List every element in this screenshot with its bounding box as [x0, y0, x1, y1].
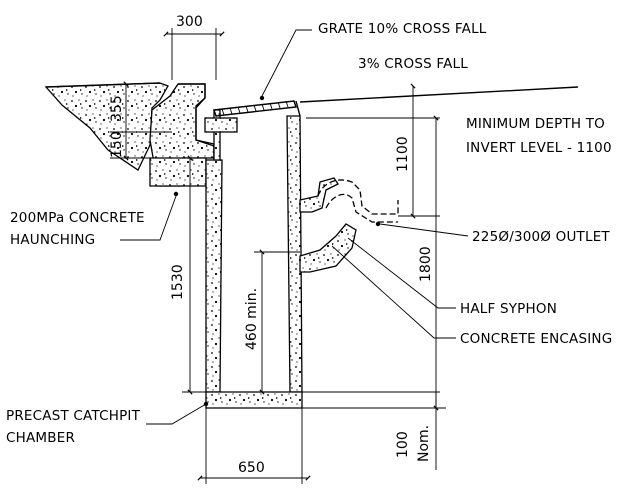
label-catchpit-1: PRECAST CATCHPIT — [6, 408, 141, 424]
label-concrete-encasing: CONCRETE ENCASING — [460, 331, 612, 347]
dim-100-nom: Nom. — [416, 425, 432, 462]
dim-650: 650 — [238, 460, 265, 476]
road-surface-line — [299, 86, 579, 103]
label-min-depth-1: MINIMUM DEPTH TO — [466, 116, 605, 132]
label-haunching-1: 200MPa CONCRETE — [10, 210, 145, 226]
half-syphon — [299, 177, 399, 273]
dim-460-min: 460 min. — [244, 288, 260, 350]
dim-355: 355 — [109, 95, 125, 122]
label-half-syphon: HALF SYPHON — [460, 301, 557, 317]
grate — [213, 100, 297, 117]
dim-1530: 1530 — [170, 264, 186, 300]
label-haunching-2: HAUNCHING — [10, 232, 95, 248]
dim-1800: 1800 — [418, 246, 434, 282]
catchpit-chamber — [204, 100, 303, 409]
dimension-lines — [110, 28, 446, 484]
label-min-depth-2: INVERT LEVEL - 1100 — [466, 140, 612, 156]
grate-frame — [204, 117, 238, 133]
dim-300: 300 — [176, 14, 203, 30]
dim-1100: 1100 — [395, 136, 411, 172]
leader-lines — [120, 29, 469, 425]
ground-surface — [44, 82, 579, 171]
concrete-encasing — [299, 223, 357, 273]
label-outlet: 225Ø/300Ø OUTLET — [472, 229, 610, 245]
label-catchpit-2: CHAMBER — [6, 430, 75, 446]
label-cross-fall: 3% CROSS FALL — [358, 56, 468, 72]
dim-100: 100 — [395, 431, 411, 458]
label-grate: GRATE 10% CROSS FALL — [318, 21, 487, 37]
dim-150: 150 — [109, 131, 125, 158]
